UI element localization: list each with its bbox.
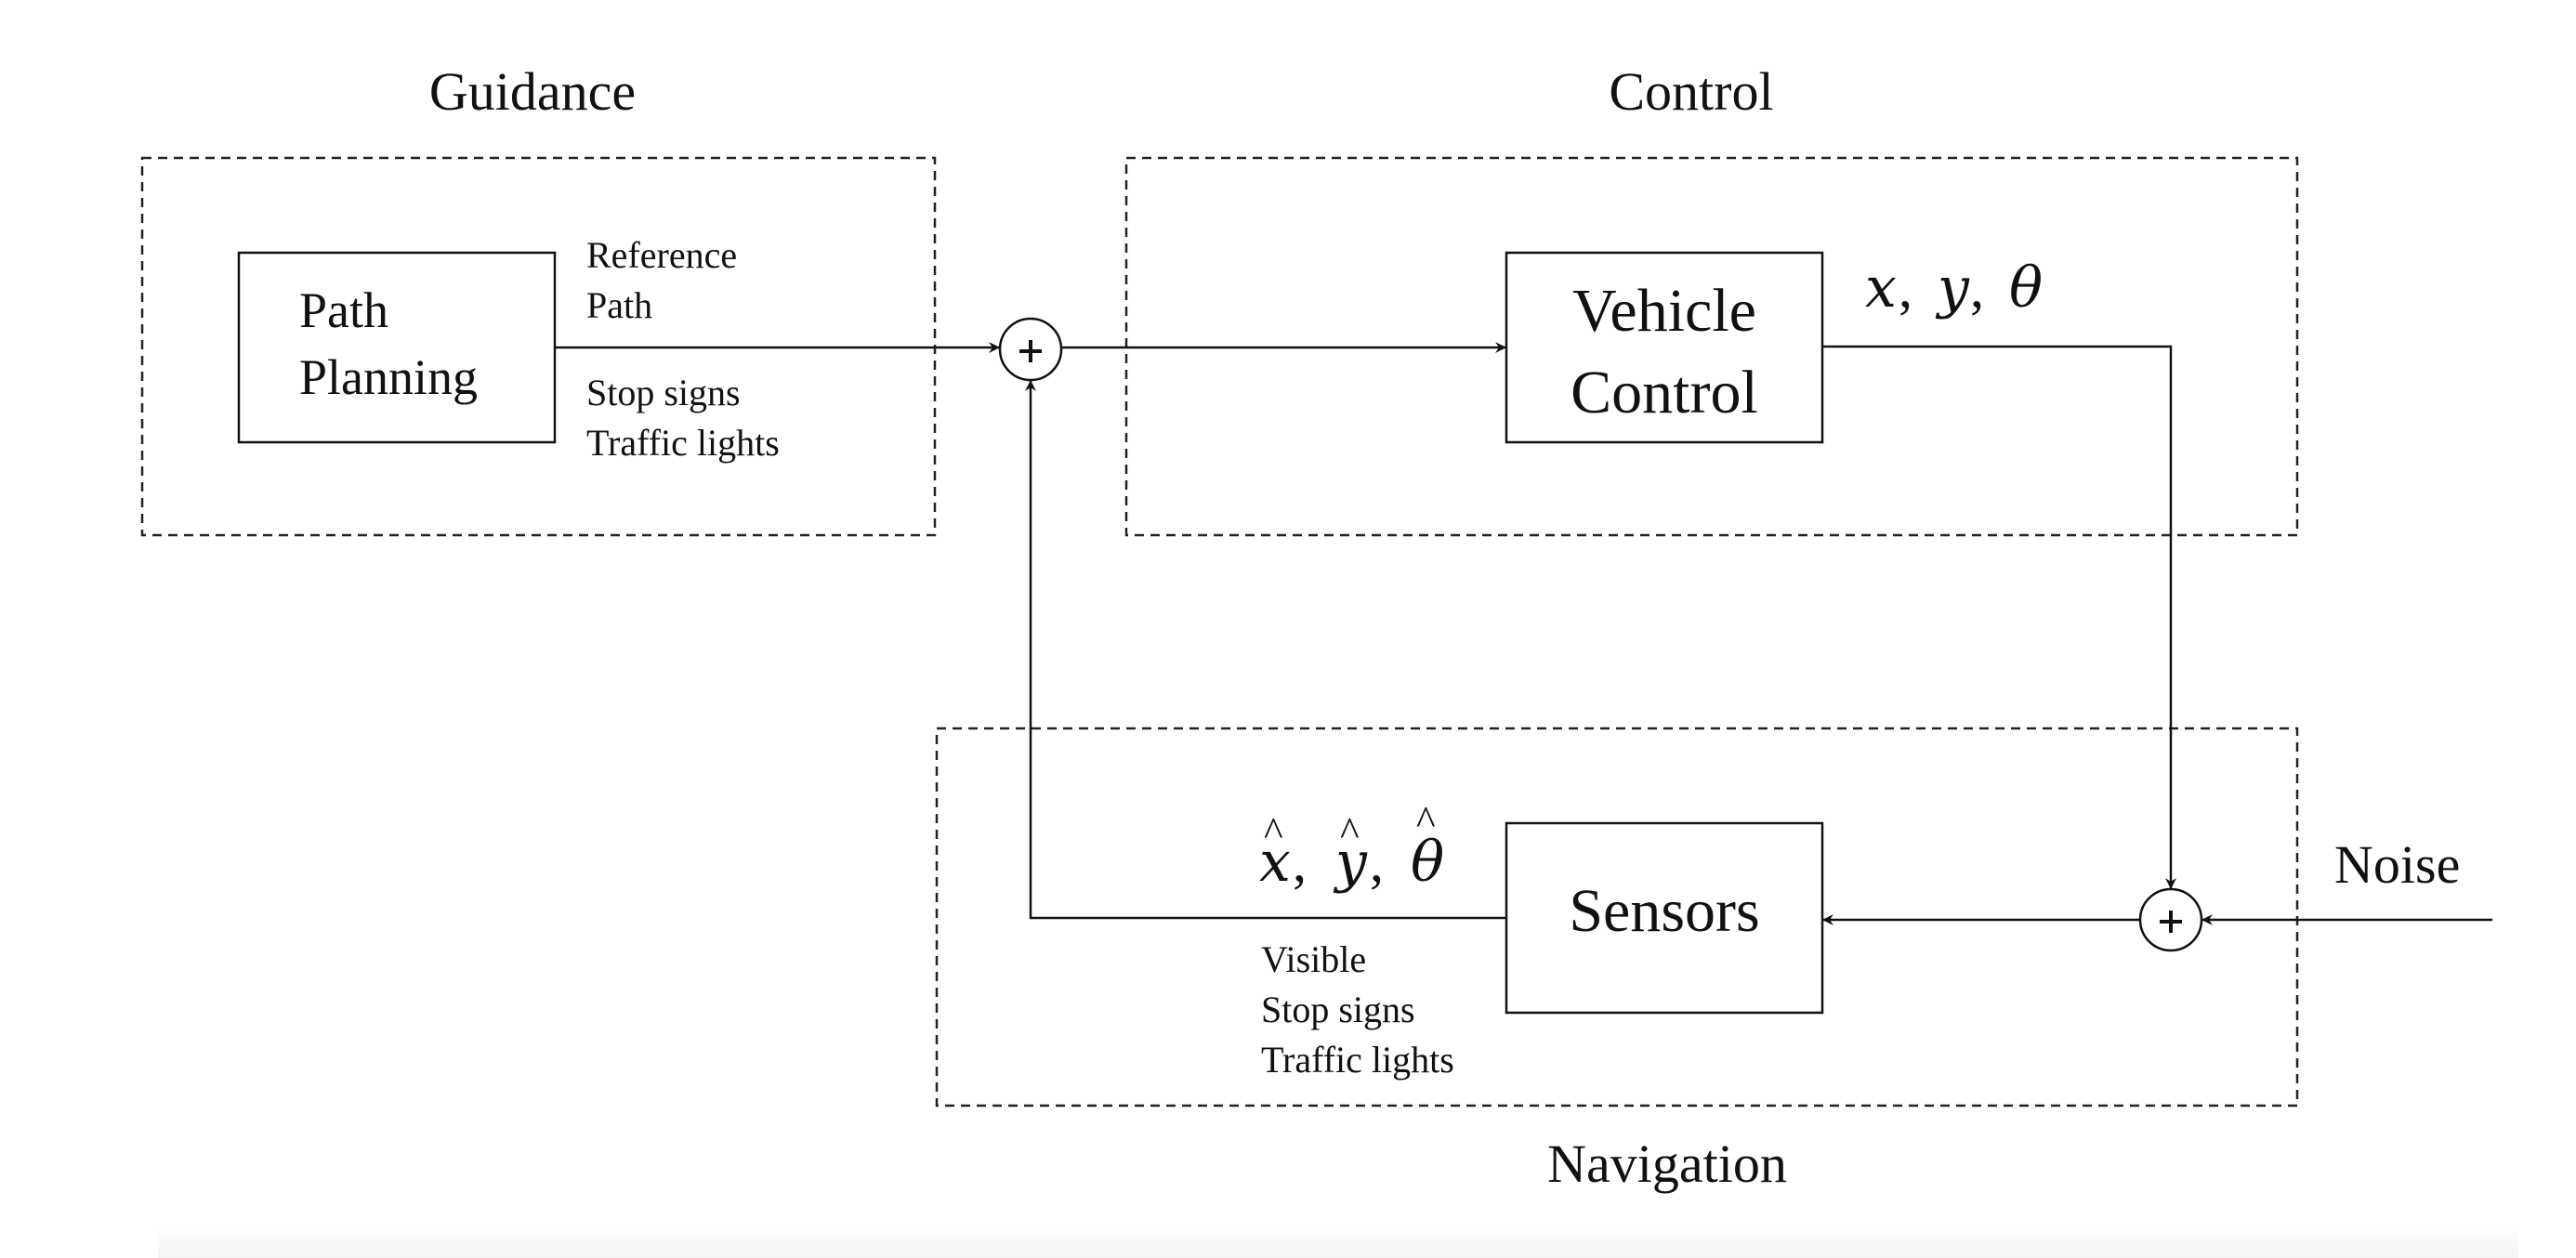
visible-stop-signs-label: Stop signs bbox=[1261, 989, 1415, 1030]
state-comma-2: , bbox=[1970, 257, 1984, 319]
estimate-theta-symbol: θ bbox=[1411, 830, 1444, 895]
control-group-title: Control bbox=[1609, 61, 1773, 122]
vehicle-control-label-line1: Vehicle bbox=[1572, 277, 1756, 345]
estimate-label: x ^ , y ^ , θ ^ bbox=[1259, 798, 1444, 895]
state-theta-symbol: θ bbox=[2009, 256, 2043, 321]
sensors-block: Sensors bbox=[1505, 821, 1824, 1015]
noise-summing-junction bbox=[2138, 887, 2203, 952]
estimate-x-hat: ^ bbox=[1264, 809, 1283, 855]
sensors-label: Sensors bbox=[1569, 877, 1759, 945]
estimate-y-hat: ^ bbox=[1340, 809, 1360, 855]
path-planning-label-line2: Planning bbox=[299, 349, 478, 405]
estimate-x-symbol: x bbox=[1259, 830, 1291, 895]
state-y-symbol: y bbox=[1935, 256, 1970, 321]
path-planning-block: Path Planning bbox=[237, 251, 557, 444]
state-output-arrow bbox=[1822, 345, 2176, 889]
guidance-group-title: Guidance bbox=[429, 61, 636, 122]
state-output-label: x , y , θ bbox=[1865, 256, 2043, 321]
path-planning-label-line1: Path bbox=[299, 282, 388, 338]
reference-path-label-line2: Path bbox=[586, 284, 652, 326]
state-comma-1: , bbox=[1899, 257, 1912, 319]
estimate-comma-2: , bbox=[1370, 832, 1384, 893]
state-x-symbol: x bbox=[1865, 256, 1897, 321]
navigation-group-frame bbox=[935, 727, 2299, 1107]
guidance-traffic-lights-label: Traffic lights bbox=[586, 422, 780, 464]
feedback-arrow bbox=[1025, 380, 1506, 920]
bottom-shadow-band bbox=[158, 1225, 2518, 1258]
top-summing-junction bbox=[998, 317, 1063, 382]
reference-path-label-line1: Reference bbox=[586, 234, 737, 276]
estimate-y-symbol: y bbox=[1333, 830, 1368, 895]
estimate-theta-hat: ^ bbox=[1416, 798, 1436, 844]
guidance-stop-signs-label: Stop signs bbox=[586, 372, 741, 413]
vehicle-control-block: Vehicle Control bbox=[1505, 251, 1824, 444]
estimate-comma-1: , bbox=[1293, 832, 1307, 893]
visible-label: Visible bbox=[1261, 938, 1366, 980]
noise-label: Noise bbox=[2334, 834, 2460, 895]
visible-traffic-lights-label: Traffic lights bbox=[1261, 1039, 1454, 1081]
navigation-group-title: Navigation bbox=[1547, 1134, 1787, 1194]
vehicle-control-label-line2: Control bbox=[1571, 359, 1758, 426]
